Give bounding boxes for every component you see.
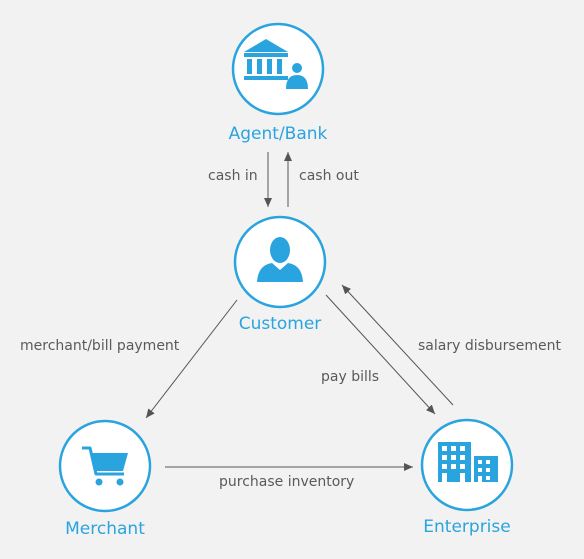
shopping-cart-icon bbox=[82, 446, 128, 486]
office-buildings-icon bbox=[438, 442, 498, 482]
merchant-bill-payment-arrow bbox=[145, 299, 238, 419]
merchant-label: Merchant bbox=[65, 519, 145, 539]
pay-bills-arrow bbox=[325, 294, 436, 415]
enterprise-label: Enterprise bbox=[423, 517, 511, 537]
pay-bills-label: pay bills bbox=[321, 369, 380, 385]
cash-out-label: cash out bbox=[299, 168, 359, 184]
salary-disbursement-arrow bbox=[341, 284, 454, 406]
cash-in-label: cash in bbox=[208, 168, 258, 184]
customer-icon bbox=[257, 237, 303, 282]
agent-bank-label: Agent/Bank bbox=[228, 124, 328, 144]
merchant-bill-payment-label: merchant/bill payment bbox=[20, 338, 180, 354]
customer-label: Customer bbox=[238, 314, 322, 334]
salary-disbursement-label: salary disbursement bbox=[418, 338, 561, 354]
purchase-inventory-label: purchase inventory bbox=[219, 474, 355, 490]
bank-agent-icon bbox=[244, 39, 308, 89]
